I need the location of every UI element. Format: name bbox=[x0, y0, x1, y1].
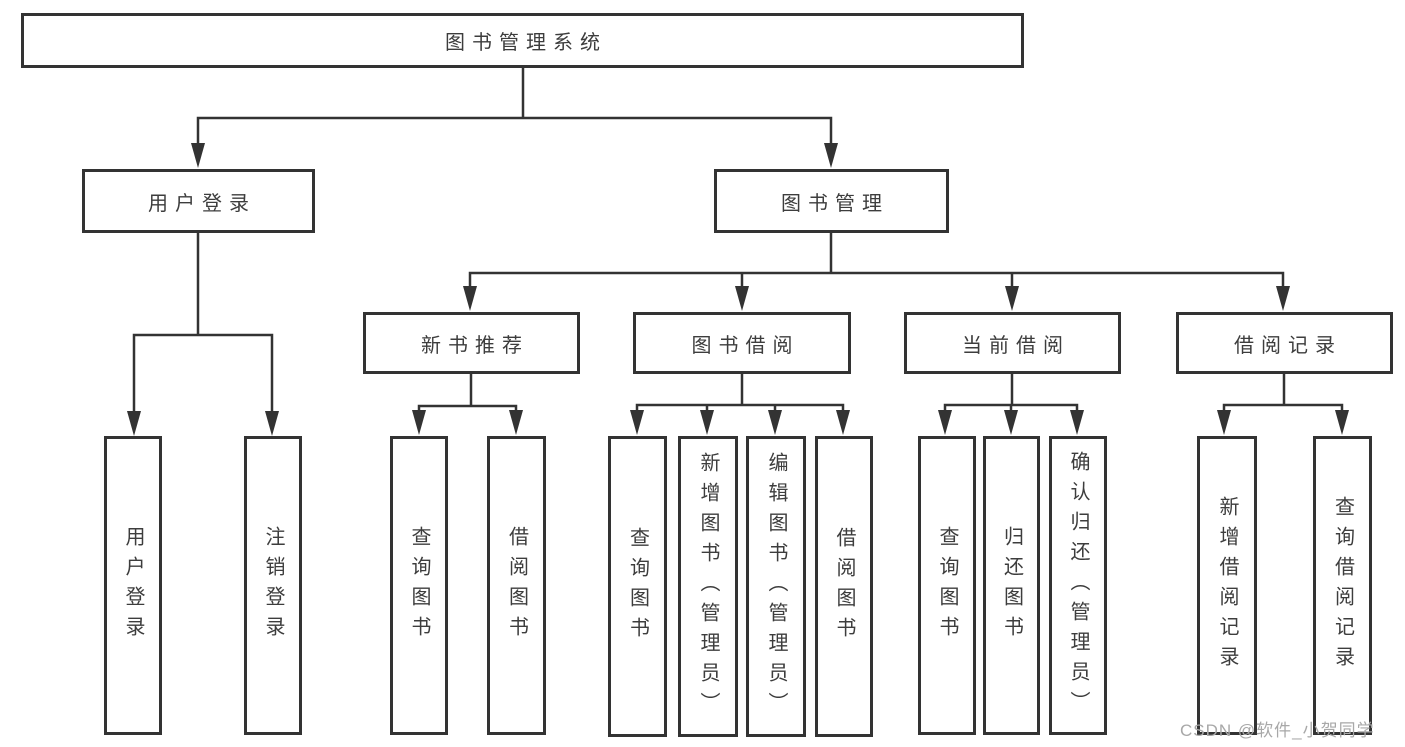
arrow-down-icon bbox=[509, 410, 523, 435]
arrow-down-icon bbox=[735, 286, 749, 311]
leaf-borrow-books: 借阅图书 bbox=[815, 436, 873, 737]
arrow-down-icon bbox=[412, 410, 426, 435]
leaf-query-borrow-record: 查询借阅记录 bbox=[1313, 436, 1372, 735]
arrow-down-icon bbox=[938, 410, 952, 435]
arrow-down-icon bbox=[700, 410, 714, 435]
arrow-down-icon bbox=[824, 143, 838, 168]
arrow-down-icon bbox=[265, 411, 279, 436]
arrow-down-icon bbox=[1070, 410, 1084, 435]
arrow-down-icon bbox=[463, 286, 477, 311]
node-user-login: 用户登录 bbox=[82, 169, 315, 233]
node-new-book-recommend: 新书推荐 bbox=[363, 312, 580, 374]
arrow-down-icon bbox=[1217, 410, 1231, 435]
arrow-down-icon bbox=[191, 143, 205, 168]
arrow-down-icon bbox=[768, 410, 782, 435]
arrow-down-icon bbox=[1005, 286, 1019, 311]
leaf-query-books-current: 查询图书 bbox=[918, 436, 976, 735]
arrow-down-icon bbox=[1335, 410, 1349, 435]
leaf-add-borrow-record: 新增借阅记录 bbox=[1197, 436, 1257, 735]
leaf-edit-book-admin: 编辑图书（管理员） bbox=[746, 436, 806, 737]
node-book-management: 图书管理 bbox=[714, 169, 949, 233]
leaf-query-books-recommend: 查询图书 bbox=[390, 436, 448, 735]
leaf-query-books-borrow: 查询图书 bbox=[608, 436, 667, 737]
arrow-down-icon bbox=[127, 411, 141, 436]
arrow-down-icon bbox=[1276, 286, 1290, 311]
node-borrow-record: 借阅记录 bbox=[1176, 312, 1393, 374]
leaf-add-book-admin: 新增图书（管理员） bbox=[678, 436, 738, 737]
node-book-borrow: 图书借阅 bbox=[633, 312, 851, 374]
leaf-user-login: 用户登录 bbox=[104, 436, 162, 735]
leaf-logout: 注销登录 bbox=[244, 436, 302, 735]
node-root: 图书管理系统 bbox=[21, 13, 1024, 68]
csdn-watermark: CSDN @软件_小贺同学 bbox=[1180, 721, 1375, 740]
node-current-borrow: 当前借阅 bbox=[904, 312, 1121, 374]
arrow-down-icon bbox=[630, 410, 644, 435]
arrow-down-icon bbox=[1004, 410, 1018, 435]
leaf-confirm-return-admin: 确认归还（管理员） bbox=[1049, 436, 1107, 735]
arrow-down-icon bbox=[836, 410, 850, 435]
leaf-borrow-books-recommend: 借阅图书 bbox=[487, 436, 546, 735]
leaf-return-books: 归还图书 bbox=[983, 436, 1040, 735]
